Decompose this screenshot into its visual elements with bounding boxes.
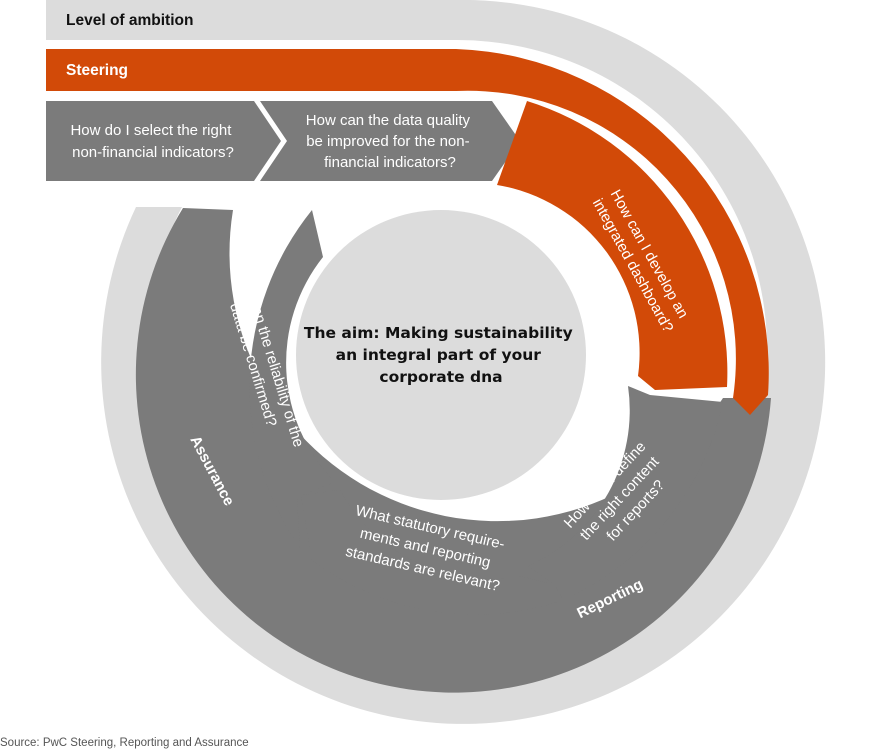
aim-circle <box>296 210 586 500</box>
segment-right-content <box>528 386 723 600</box>
segment-data-quality <box>260 101 520 181</box>
aim-statement: The aim: Making sustainability an integr… <box>304 324 578 386</box>
segment-statutory <box>301 490 557 615</box>
segment-dashboard <box>497 101 728 390</box>
question-select-indicators: How do I select the right non-financial … <box>70 122 235 161</box>
question-data-quality: How can the data quality be improved for… <box>306 112 474 171</box>
steering-band <box>46 49 769 415</box>
level-of-ambition-label: Level of ambition <box>66 12 193 29</box>
steering-label: Steering <box>66 62 128 79</box>
segment-reliability <box>249 210 335 548</box>
source-note: Source: PwC Steering, Reporting and Assu… <box>0 737 249 749</box>
segment-select-indicators <box>46 101 281 181</box>
